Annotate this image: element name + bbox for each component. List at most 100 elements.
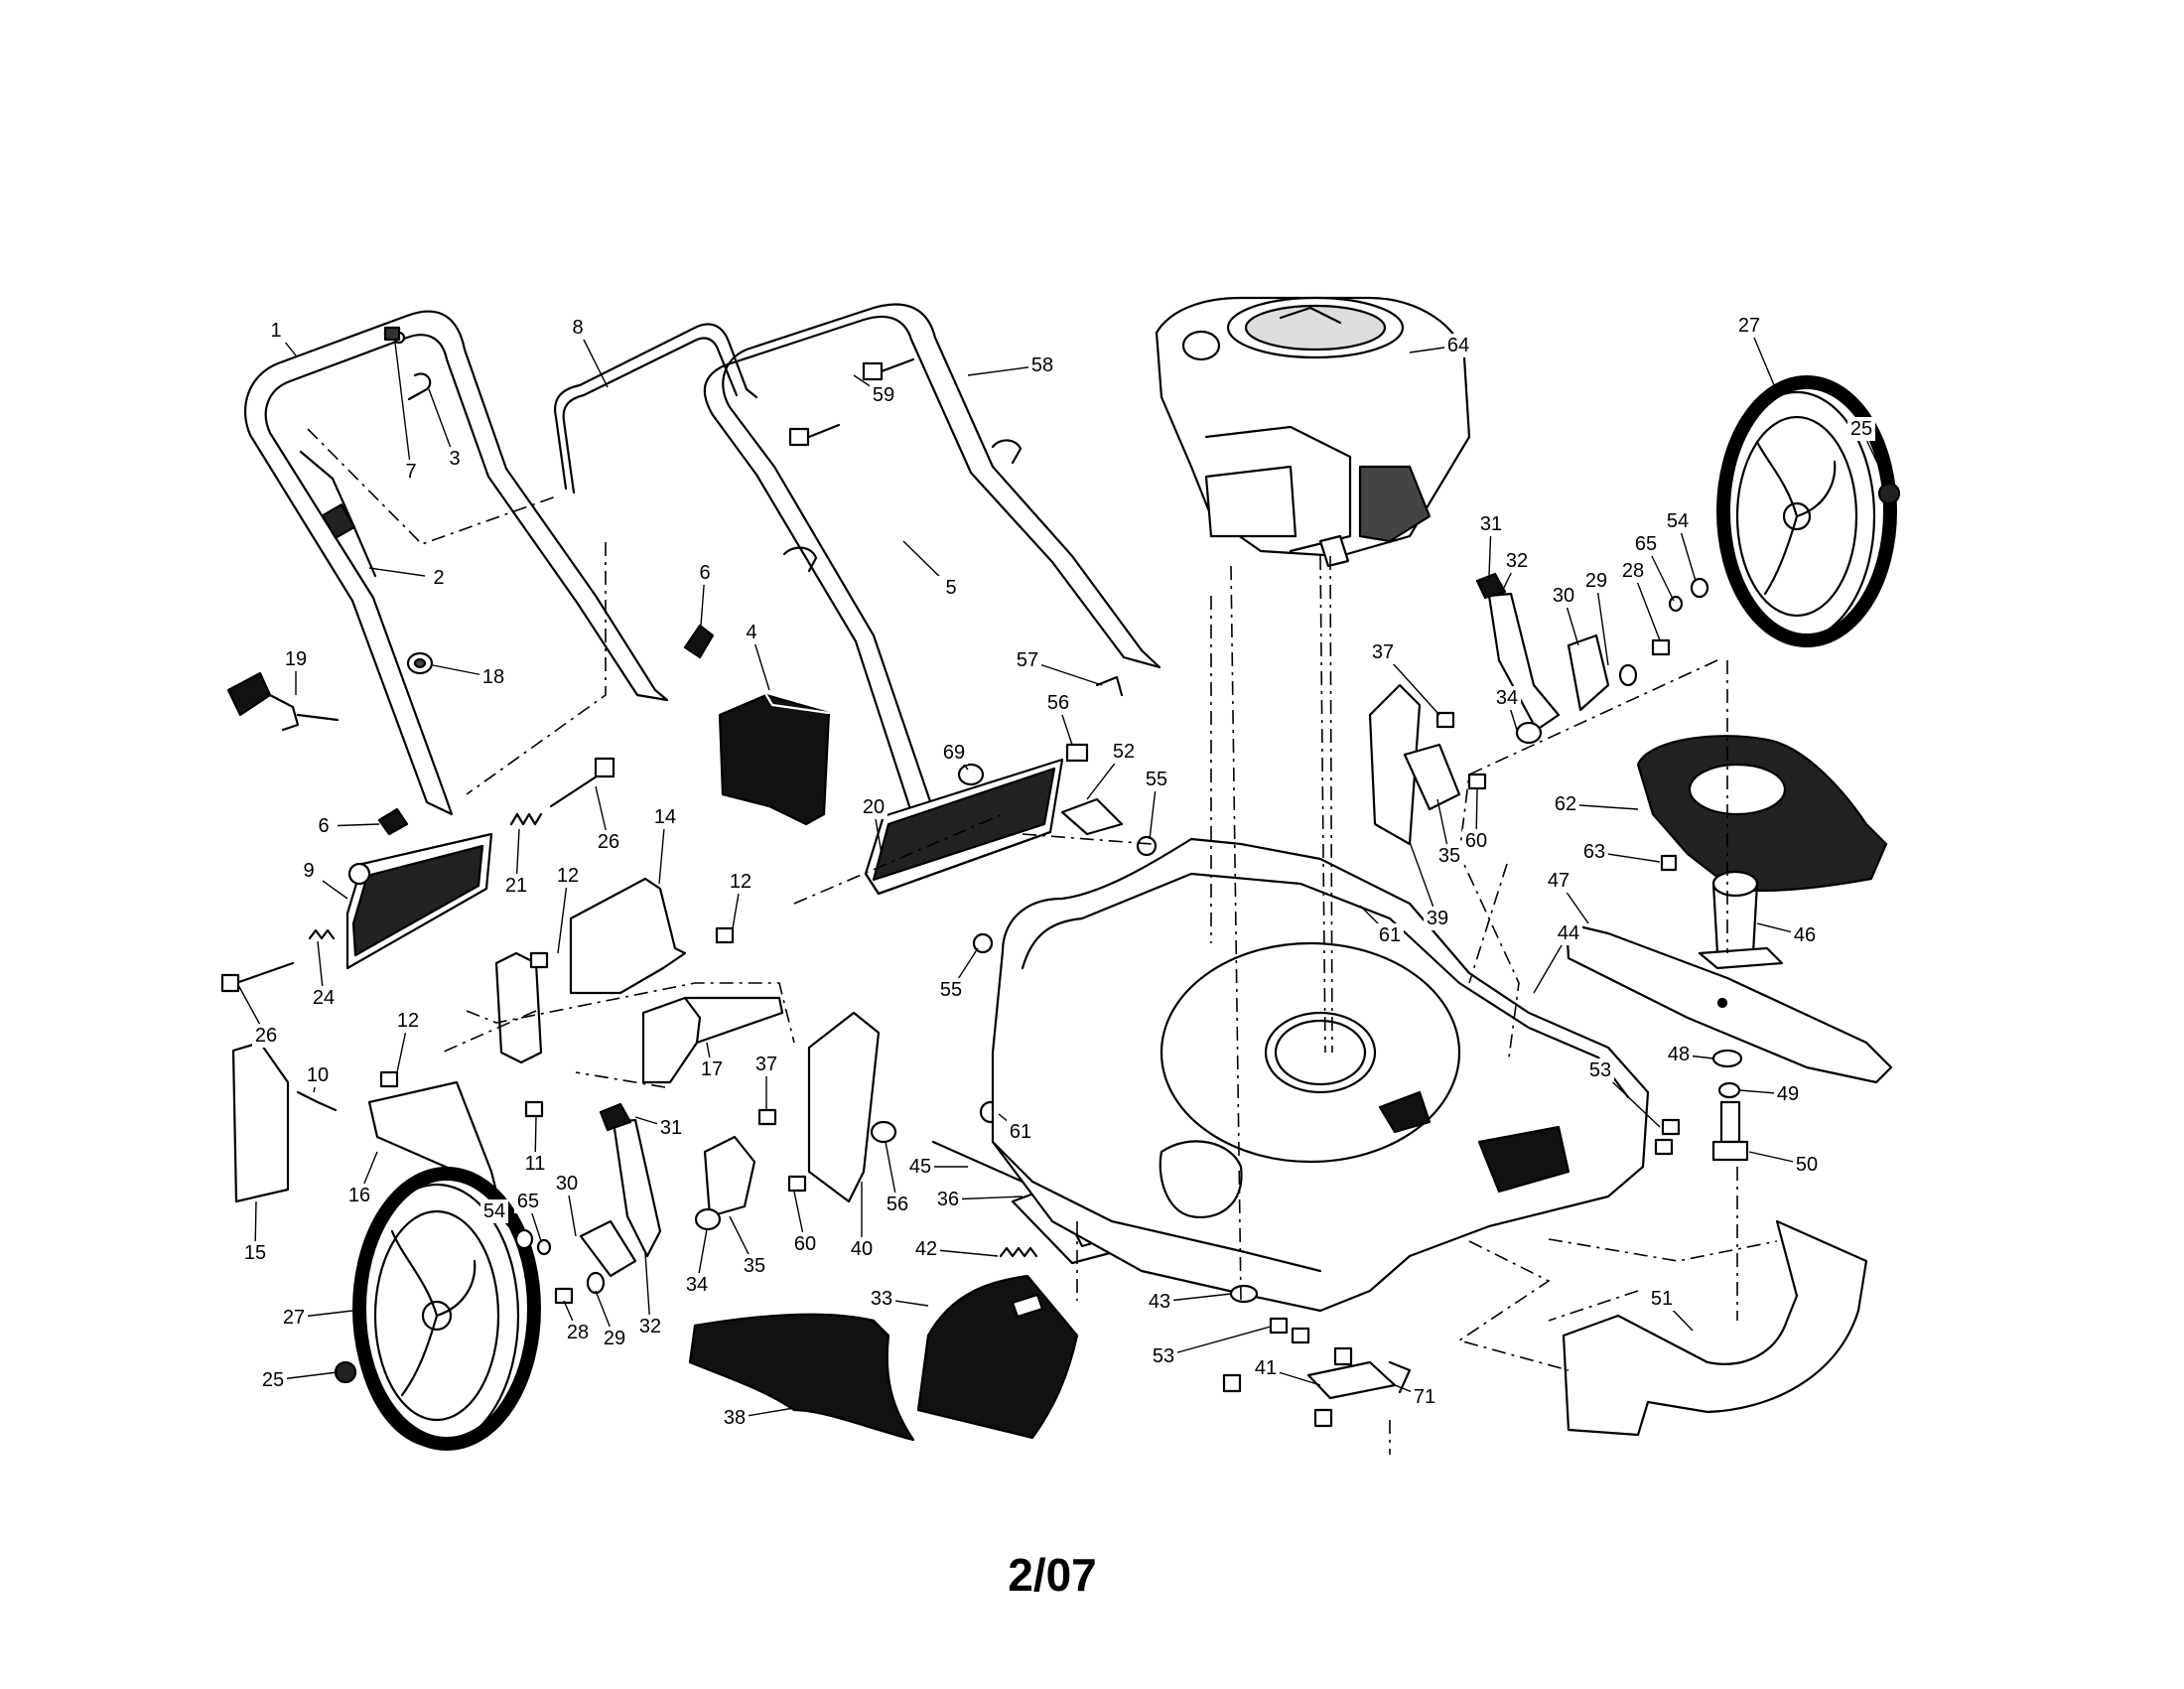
- callout-54: 54: [483, 1200, 505, 1222]
- callout-49: 49: [1777, 1083, 1799, 1105]
- callout-63: 63: [1583, 841, 1605, 863]
- callout-33: 33: [871, 1288, 892, 1310]
- callout-6: 6: [318, 815, 329, 837]
- callout-bg-12: [727, 870, 754, 894]
- callout-15: 15: [244, 1242, 266, 1264]
- callout-bg-21: [502, 874, 530, 898]
- callout-38: 38: [724, 1407, 746, 1429]
- wheel-27-right: [1716, 375, 1897, 647]
- callout-bg-53: [1150, 1344, 1177, 1368]
- footer-date-code: 2/07: [1008, 1549, 1097, 1601]
- callout-12: 12: [557, 865, 579, 887]
- callout-bg-49: [1774, 1082, 1802, 1106]
- callout-bg-31: [657, 1116, 685, 1140]
- handle-clip: [392, 331, 432, 401]
- bracket-71: [1306, 1360, 1412, 1400]
- rear-door: [345, 832, 493, 970]
- callout-30: 30: [556, 1173, 578, 1195]
- bolt-11: [524, 1100, 544, 1118]
- callout-bg-15: [241, 1241, 269, 1265]
- callout-bg-56: [1044, 691, 1072, 715]
- bolt-41-c: [1313, 1408, 1333, 1428]
- bracket-14: [494, 877, 687, 1064]
- callout-29: 29: [1585, 570, 1607, 592]
- callout-60: 60: [1465, 830, 1487, 852]
- bolt-12-a: [529, 951, 549, 969]
- callout-bg-57: [1014, 648, 1041, 672]
- bolt-28-right: [1651, 638, 1671, 656]
- callout-bg-6: [310, 814, 338, 838]
- callout-5: 5: [945, 577, 956, 599]
- callout-17: 17: [701, 1058, 723, 1080]
- callout-25: 25: [262, 1369, 284, 1391]
- callout-bg-63: [1580, 840, 1608, 864]
- engine-64: [1155, 296, 1471, 568]
- callout-44: 44: [1558, 922, 1579, 944]
- callout-bg-25: [1847, 417, 1875, 441]
- leader-line-32: [644, 1252, 651, 1328]
- callout-26: 26: [598, 831, 619, 853]
- callout-bg-33: [868, 1287, 895, 1311]
- callout-bg-30: [553, 1172, 581, 1196]
- callout-bg-54: [480, 1199, 508, 1223]
- callout-bg-65: [514, 1190, 542, 1213]
- callout-bg-18: [479, 665, 507, 689]
- callout-bg-35: [1435, 844, 1463, 868]
- plate-52: [1060, 797, 1124, 836]
- callout-bg-61: [1376, 923, 1404, 947]
- callout-61: 61: [1010, 1121, 1031, 1143]
- spacer-34-left: [694, 1207, 722, 1231]
- callout-bg-32: [636, 1315, 664, 1338]
- ring-65-right: [1668, 595, 1684, 613]
- wheel-27-left: [352, 1167, 541, 1451]
- callout-bg-71: [1411, 1385, 1438, 1409]
- handle-bolts-59: [788, 357, 915, 447]
- blade-adapter-46: [1698, 870, 1784, 970]
- callout-27: 27: [1738, 315, 1760, 337]
- callout-36: 36: [937, 1189, 959, 1210]
- callout-bg-40: [848, 1237, 876, 1261]
- washer-54-right: [1690, 577, 1709, 599]
- callout-43: 43: [1149, 1291, 1170, 1313]
- callout-bg-6: [691, 561, 719, 585]
- rear-deflector: [718, 693, 831, 826]
- callout-bg-16: [345, 1184, 373, 1207]
- callout-14: 14: [654, 806, 676, 828]
- callout-bg-61: [1007, 1120, 1034, 1144]
- spring-10: [296, 1090, 338, 1112]
- callout-bg-53: [1586, 1058, 1614, 1082]
- clip-57: [1095, 675, 1124, 697]
- spacer-43: [1229, 1284, 1259, 1304]
- lower-handle-left: [243, 310, 669, 816]
- washer-54-left: [514, 1228, 534, 1250]
- callout-bg-27: [280, 1306, 308, 1330]
- callout-bg-64: [1444, 334, 1472, 357]
- callout-6: 6: [699, 562, 710, 584]
- callout-bg-25: [259, 1368, 287, 1392]
- callout-46: 46: [1794, 924, 1816, 946]
- wheel-nut-25-left: [334, 1360, 357, 1384]
- washer-29-left: [586, 1271, 606, 1295]
- callout-bg-30: [1550, 584, 1577, 608]
- mower-deck-44: [991, 837, 1650, 1313]
- callout-53: 53: [1589, 1059, 1611, 1081]
- callout-64: 64: [1447, 335, 1469, 356]
- callout-bg-2: [425, 566, 453, 590]
- control-cable: [299, 450, 377, 578]
- callout-54: 54: [1667, 510, 1689, 532]
- callout-bg-20: [860, 795, 887, 819]
- callout-bg-55: [1143, 768, 1170, 791]
- callout-bg-8: [564, 316, 592, 340]
- callout-bg-5: [937, 576, 965, 600]
- axle-bracket-40: [807, 1011, 881, 1203]
- callout-31: 31: [660, 1117, 682, 1139]
- callout-60: 60: [794, 1233, 816, 1255]
- callout-bg-59: [870, 383, 897, 407]
- callout-bg-43: [1146, 1290, 1173, 1314]
- blade-47: [1565, 921, 1893, 1084]
- callout-25: 25: [1850, 418, 1872, 440]
- callout-50: 50: [1796, 1154, 1818, 1176]
- bolt-37-right: [1435, 711, 1455, 729]
- leader-line-29: [1595, 580, 1609, 666]
